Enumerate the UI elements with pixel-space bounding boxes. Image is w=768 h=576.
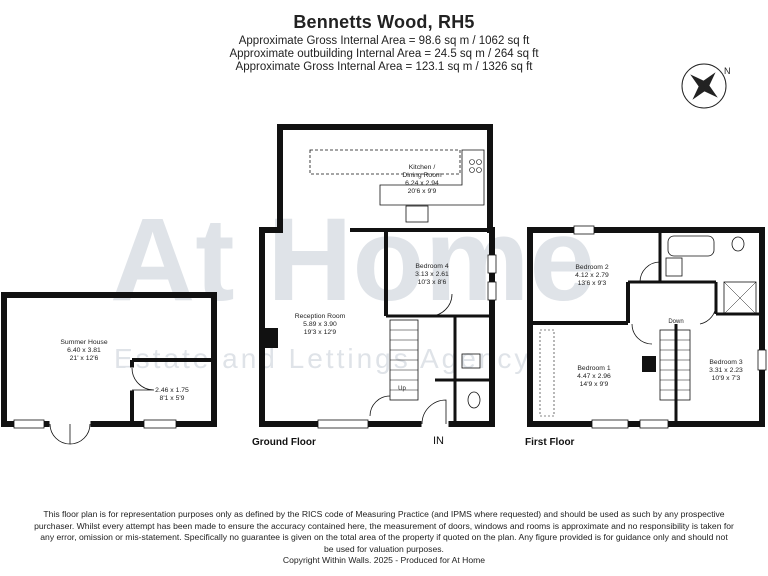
total-gross-area: Approximate Gross Internal Area = 123.1 … (235, 61, 533, 73)
first-floor-label: First Floor (525, 437, 575, 448)
compass-rose: N (681, 63, 731, 109)
room-bedroom1-imperial: 14'9 x 9'9 (580, 381, 609, 388)
disclaimer: This floor plan is for representation pu… (22, 509, 746, 567)
room-reception-metric: 5.89 x 3.90 (303, 321, 337, 328)
room-bedroom1-metric: 4.47 x 2.96 (577, 373, 611, 380)
stairs-down-label: Down (668, 319, 683, 325)
ground-floor-plan (259, 124, 497, 429)
room-bedroom2-metric: 4.12 x 2.79 (575, 272, 609, 279)
room-bedroom4-metric: 3.13 x 2.61 (415, 271, 449, 278)
room-summer-imperial: 21' x 12'6 (70, 355, 99, 362)
watermark: At Home Estate and Lettings Agency (110, 194, 595, 374)
room-kitchen-name-1: Kitchen / (409, 164, 436, 171)
room-bedroom3-metric: 3.31 x 2.23 (709, 367, 743, 374)
room-summer-metric: 6.40 x 3.81 (67, 347, 101, 354)
disclaimer-line: purchaser. Whilst every attempt has been… (34, 520, 734, 531)
outbuilding-area: Approximate outbuilding Internal Area = … (229, 48, 539, 60)
room-store-imperial: 8'1 x 5'9 (160, 395, 185, 402)
room-labels: Kitchen / Dining Room 6.24 x 2.94 20'6 x… (60, 164, 743, 402)
room-kitchen-imperial: 20'6 x 9'9 (408, 188, 437, 195)
plan-title: Bennetts Wood, RH5 (293, 12, 475, 32)
room-kitchen-name-2: Dining Room (402, 172, 442, 179)
room-store-metric: 2.46 x 1.75 (155, 387, 189, 394)
watermark-logo: At Home (110, 194, 595, 326)
floor-labels: Ground Floor First Floor IN (252, 435, 575, 448)
room-bedroom4-imperial: 10'3 x 8'6 (418, 279, 447, 286)
room-bedroom4-name: Bedroom 4 (415, 263, 448, 270)
compass-north-label: N (724, 66, 731, 76)
copyright: Copyright Within Walls. 2025 - Produced … (282, 555, 486, 565)
disclaimer-line: any error, omission or mis-statement. Sp… (40, 532, 728, 542)
entrance-label: IN (433, 435, 444, 447)
room-bedroom1-name: Bedroom 1 (577, 365, 610, 372)
room-reception-name: Reception Room (295, 313, 346, 320)
disclaimer-line: This floor plan is for representation pu… (43, 509, 725, 519)
room-kitchen-metric: 6.24 x 2.94 (405, 180, 439, 187)
room-bedroom3-imperial: 10'9 x 7'3 (712, 375, 741, 382)
ground-floor-label: Ground Floor (252, 437, 316, 448)
room-bedroom2-name: Bedroom 2 (575, 264, 608, 271)
first-floor-plan (527, 225, 767, 429)
disclaimer-line: be used for valuation purposes. (324, 543, 444, 554)
room-summer-name: Summer House (60, 339, 107, 346)
room-reception-imperial: 19'3 x 12'9 (304, 329, 337, 336)
gross-internal-area: Approximate Gross Internal Area = 98.6 s… (238, 35, 530, 47)
stairs-up-label: Up (398, 386, 406, 392)
summer-house-plan (1, 292, 217, 445)
room-bedroom2-imperial: 13'6 x 9'3 (578, 280, 607, 287)
room-bedroom3-name: Bedroom 3 (709, 359, 742, 366)
